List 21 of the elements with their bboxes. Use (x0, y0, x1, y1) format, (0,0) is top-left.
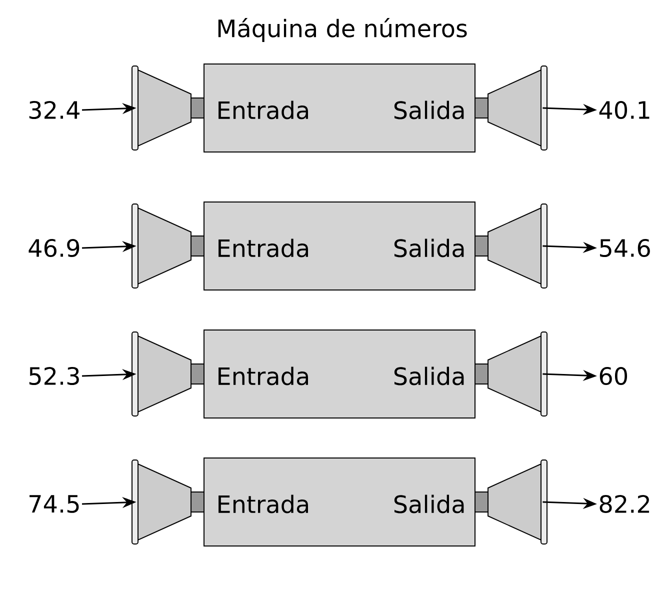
number-label: 82.2 (600, 494, 650, 514)
number-label: 32.4 (29, 100, 80, 120)
funnel (474, 66, 548, 150)
machine-box: Entrada Salida (204, 202, 476, 290)
machine-box: Entrada Salida (204, 330, 476, 418)
machine-box: Entrada Salida (204, 64, 476, 152)
funnel (132, 460, 204, 544)
number-label: 60 (600, 366, 628, 386)
funnel (474, 332, 548, 416)
number-label: 74.5 (30, 495, 79, 513)
funnel (474, 460, 548, 544)
number-label: 40.1 (599, 100, 650, 120)
funnel (132, 204, 204, 288)
title: Máquina de números (218, 18, 467, 42)
funnel (132, 332, 204, 416)
number-label: 46.9 (28, 238, 80, 258)
funnel (474, 204, 548, 288)
machine-box: Entrada Salida (204, 458, 476, 546)
funnel (132, 66, 204, 150)
number-label: 52.3 (29, 366, 79, 386)
number-label: 54.6 (600, 238, 650, 258)
